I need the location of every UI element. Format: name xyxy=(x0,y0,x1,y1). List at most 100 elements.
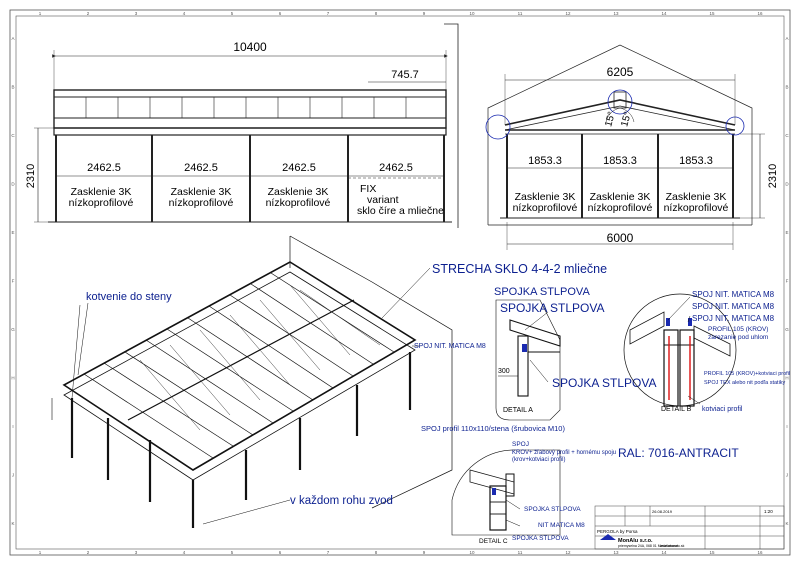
front-bay-4-line3: sklo číre a mliečne xyxy=(357,205,444,217)
border-letter-right: H xyxy=(785,375,788,380)
border-number-bottom: 8 xyxy=(375,550,378,555)
detail-b-label6: PROFIL 105 (KROV)+kotviaci profil xyxy=(704,371,790,377)
detail-b-label2: SPOJ NIT. MATICA M8 xyxy=(692,302,775,311)
border-number-bottom: 9 xyxy=(423,550,426,555)
border-letter-left: G xyxy=(11,327,15,332)
border-number-top: 14 xyxy=(661,11,667,16)
front-bay-3-width: 2462.5 xyxy=(282,162,316,174)
detail-a-dim: 300 xyxy=(498,368,510,375)
front-bay-4-line2: variant xyxy=(367,194,399,206)
border-number-bottom: 14 xyxy=(661,550,667,555)
front-bay-1-line2: nízkoprofilové xyxy=(69,197,134,209)
border-letter-right: I xyxy=(786,424,787,429)
border-grid-labels: 1122334455667788991010111112121313141415… xyxy=(11,11,789,555)
border-number-top: 12 xyxy=(565,11,571,16)
border-number-top: 7 xyxy=(327,11,330,16)
border-letter-left: K xyxy=(11,521,14,526)
tb-date: 26.08.2019 xyxy=(652,509,673,514)
border-number-top: 4 xyxy=(183,11,186,16)
detail-c-label5: NIT MATICA M8 xyxy=(538,522,585,529)
front-bay-1-width: 2462.5 xyxy=(87,162,121,174)
detail-a-label-bottom: SPOJKA STLPOVA xyxy=(552,376,656,390)
border-number-top: 13 xyxy=(613,11,619,16)
side-base-width: 6000 xyxy=(607,231,634,245)
border-letter-left: I xyxy=(12,424,13,429)
border-number-top: 8 xyxy=(375,11,378,16)
border-letter-right: A xyxy=(785,36,788,41)
border-letter-left: J xyxy=(12,472,14,477)
front-bay-3-line1: Zasklenie 3K xyxy=(268,186,329,198)
detail-c-label1: SPOJ xyxy=(512,441,529,448)
border-letter-left: H xyxy=(11,375,14,380)
border-letter-right: G xyxy=(785,327,789,332)
border-number-bottom: 15 xyxy=(709,550,715,555)
front-detail-width: 745.7 xyxy=(391,69,419,81)
front-bay-1-line1: Zasklenie 3K xyxy=(71,186,132,198)
iso-corner-label: v každom rohu zvod xyxy=(290,495,393,507)
tb-address: priemyselna 24A, 068 01 Medzilaborce xyxy=(618,544,679,548)
border-number-top: 6 xyxy=(279,11,282,16)
detail-b-label3: SPOJ NIT. MATICA M8 xyxy=(692,314,775,323)
side-view xyxy=(485,44,765,250)
border-number-bottom: 16 xyxy=(757,550,763,555)
border-number-bottom: 2 xyxy=(87,550,90,555)
front-bay-4-line1: FIX xyxy=(360,183,376,195)
sheet-inner-border xyxy=(15,15,785,550)
detail-a-label-mid: SPOJKA STLPOVA xyxy=(494,286,590,298)
tb-company: MonAlu s.r.o. xyxy=(618,538,653,544)
border-letter-right: J xyxy=(786,472,788,477)
border-letter-right: F xyxy=(786,279,789,284)
side-bay-1-width: 1853.3 xyxy=(528,155,562,167)
detail-c-label2: KROV+ žľabový profil + hornému spoju xyxy=(512,450,616,456)
side-angle-left: 15° xyxy=(603,111,618,128)
border-number-bottom: 6 xyxy=(279,550,282,555)
front-view xyxy=(34,23,459,228)
detail-c-label3: (krov+kotviaci profil) xyxy=(512,457,566,463)
border-number-bottom: 7 xyxy=(327,550,330,555)
front-bay-3-line2: nízkoprofilové xyxy=(266,197,331,209)
border-number-top: 5 xyxy=(231,11,234,16)
tb-web: www.monalu.sk xyxy=(660,544,685,548)
side-angle-right: 15° xyxy=(619,111,634,128)
border-number-bottom: 12 xyxy=(565,550,571,555)
detail-c xyxy=(451,449,561,536)
detail-c-label6: SPOJKA STLPOVA xyxy=(512,535,569,542)
border-letter-left: F xyxy=(12,279,15,284)
side-bay-1-line2: nízkoprofilové xyxy=(513,202,578,214)
border-number-top: 1 xyxy=(39,11,42,16)
detail-b-label1: SPOJ NIT. MATICA M8 xyxy=(692,290,775,299)
front-bay-4-width: 2462.5 xyxy=(379,162,413,174)
tb-project: PERGOLA by Porsa xyxy=(597,529,638,534)
border-number-top: 10 xyxy=(469,11,475,16)
border-number-bottom: 13 xyxy=(613,550,619,555)
side-bay-2-line2: nízkoprofilové xyxy=(588,202,653,214)
detail-a-label-top: SPOJKA STLPOVA xyxy=(500,301,604,315)
side-bay-2-line1: Zasklenie 3K xyxy=(590,191,651,203)
front-bay-2-line1: Zasklenie 3K xyxy=(171,186,232,198)
side-bay-2-width: 1853.3 xyxy=(603,155,637,167)
iso-anchor-label: kotvenie do steny xyxy=(86,291,172,303)
color-note: RAL: 7016-ANTRACIT xyxy=(618,446,739,460)
tb-scale: 1:20 xyxy=(764,509,773,514)
border-letter-right: D xyxy=(785,182,789,187)
side-bay-3-width: 1853.3 xyxy=(679,155,713,167)
detail-a-title: DETAIL A xyxy=(503,407,533,414)
border-letter-right: K xyxy=(785,521,788,526)
iso-roof-label: STRECHA SKLO 4-4-2 mliečne xyxy=(432,262,607,276)
detail-b-label5: zarezanie pod uhlom xyxy=(708,334,768,341)
border-letter-left: E xyxy=(11,230,14,235)
detail-b-label4: PROFIL 105 (KROV) xyxy=(708,326,768,333)
border-letter-right: E xyxy=(785,230,788,235)
detail-c-title: DETAIL C xyxy=(479,538,508,545)
border-number-bottom: 10 xyxy=(469,550,475,555)
border-letter-left: D xyxy=(11,182,15,187)
border-number-bottom: 4 xyxy=(183,550,186,555)
front-height: 2310 xyxy=(25,164,37,188)
front-bay-2-line2: nízkoprofilové xyxy=(169,197,234,209)
border-number-bottom: 1 xyxy=(39,550,42,555)
side-height: 2310 xyxy=(767,164,779,188)
side-bays: 1853.3 1853.3 1853.3 Zasklenie 3K nízkop… xyxy=(513,155,729,214)
detail-a xyxy=(495,299,561,421)
side-roof-width: 6205 xyxy=(607,65,634,79)
